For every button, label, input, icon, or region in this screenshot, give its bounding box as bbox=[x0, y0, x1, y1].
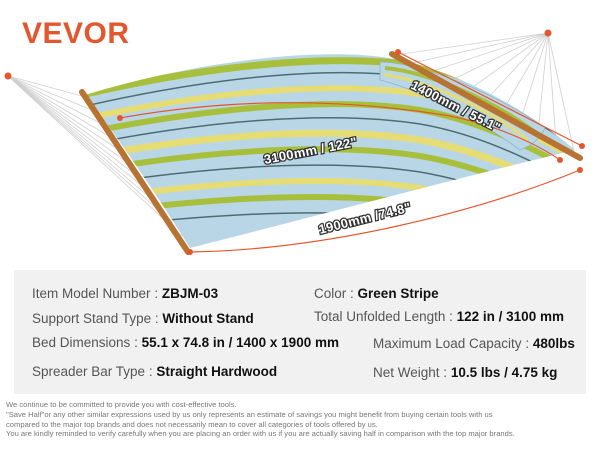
left-ring-icon bbox=[4, 72, 12, 80]
left-ropes bbox=[7, 75, 183, 237]
spec-color-label: Color bbox=[314, 286, 347, 301]
spec-bed-value: 55.1 x 74.8 in / 1400 x 1900 mm bbox=[141, 335, 339, 350]
spec-weight: Net Weight : 10.5 lbs / 4.75 kg bbox=[373, 365, 558, 380]
right-ring-icon bbox=[544, 29, 552, 37]
disclaimer-line: We continue to be committed to provide y… bbox=[6, 400, 237, 409]
spec-panel bbox=[14, 270, 586, 394]
spec-bed: Bed Dimensions : 55.1 x 74.8 in / 1400 x… bbox=[32, 335, 339, 350]
spec-model-label: Item Model Number bbox=[32, 286, 151, 301]
spec-stand: Support Stand Type : Without Stand bbox=[32, 311, 254, 326]
spec-model: Item Model Number : ZBJM-03 bbox=[32, 286, 219, 301]
right-spreader-bar bbox=[389, 51, 583, 161]
spec-stand-label: Support Stand Type bbox=[32, 311, 152, 326]
spec-unfolded: Total Unfolded Length : 122 in / 3100 mm bbox=[314, 309, 564, 324]
disclaimer-line: "Save Half"or any other similar expressi… bbox=[6, 409, 493, 419]
dimension-lines bbox=[119, 51, 583, 253]
vevor-logo: VEVOR bbox=[22, 17, 130, 50]
spec-load: Maximum Load Capacity : 480lbs bbox=[373, 336, 575, 351]
spec-spreader-label: Spreader Bar Type bbox=[32, 364, 146, 379]
spec-bed-label: Bed Dimensions bbox=[32, 335, 131, 350]
right-ropes bbox=[394, 32, 575, 153]
spec-unfolded-value: 122 in / 3100 mm bbox=[456, 309, 564, 324]
spec-color: Color : Green Stripe bbox=[314, 286, 439, 301]
spec-model-value: ZBJM-03 bbox=[161, 286, 219, 301]
disclaimer-line: You are kindly reminded to verify carefu… bbox=[6, 429, 515, 439]
disclaimer-line: compared to the major top brands and doe… bbox=[6, 419, 378, 429]
dimension-dot-icon bbox=[395, 49, 401, 55]
spec-stand-value: Without Stand bbox=[162, 311, 254, 326]
dimension-dot-icon bbox=[557, 157, 563, 163]
dimension-dot-icon bbox=[579, 143, 585, 149]
dimension-dot-icon bbox=[117, 115, 123, 121]
spec-spreader: Spreader Bar Type : Straight Hardwood bbox=[32, 364, 278, 379]
spec-spreader-value: Straight Hardwood bbox=[156, 364, 278, 379]
spec-load-label: Maximum Load Capacity bbox=[373, 336, 522, 351]
dimension-dot-icon bbox=[187, 249, 193, 255]
spec-load-value: 480lbs bbox=[532, 336, 575, 351]
spec-weight-label: Net Weight bbox=[373, 365, 440, 380]
spec-unfolded-label: Total Unfolded Length bbox=[314, 309, 446, 324]
spec-color-value: Green Stripe bbox=[357, 286, 439, 301]
dimension-dot-icon bbox=[577, 167, 583, 173]
spec-weight-value: 10.5 lbs / 4.75 kg bbox=[450, 365, 558, 380]
disclaimer: We continue to be committed to provide y… bbox=[6, 400, 596, 439]
hammock-illustration: 3100mm / 122" 1400mm / 55.1" 1900mm /74.… bbox=[4, 29, 585, 255]
left-spreader-bar bbox=[79, 89, 191, 255]
